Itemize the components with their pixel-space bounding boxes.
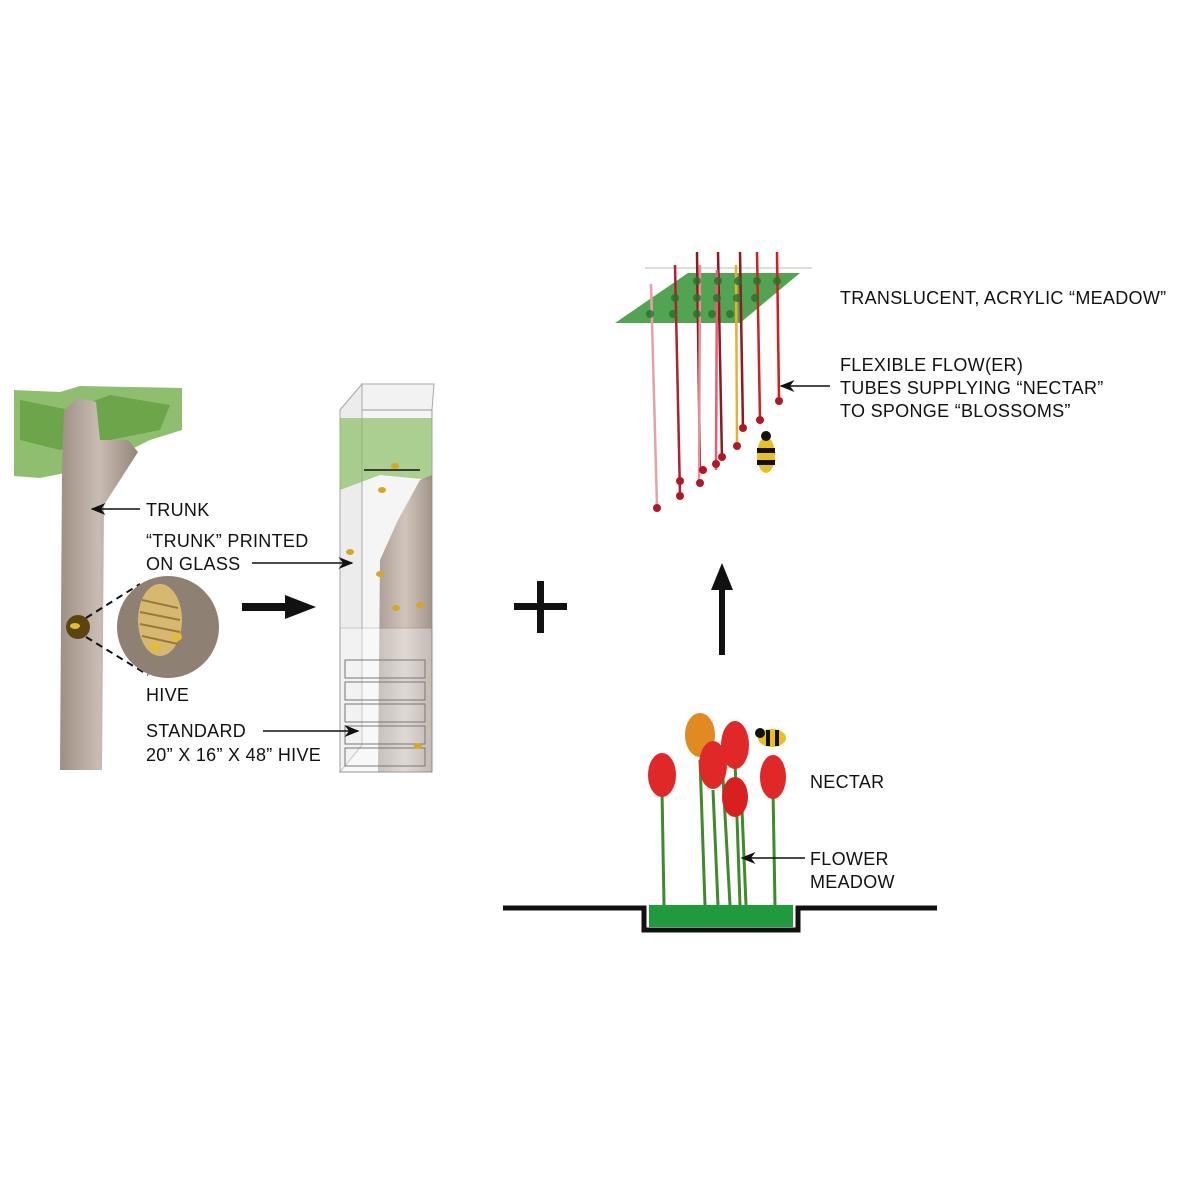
plus-icon [514, 581, 567, 633]
label-flexible-line1: FLEXIBLE FLOW(ER) [840, 355, 1023, 375]
label-nectar: NECTAR [810, 772, 884, 792]
label-flower-line1: FLOWER [810, 849, 889, 869]
acrylic-meadow-with-tubes [615, 251, 812, 512]
flower-heads [648, 713, 786, 817]
flower-meadow-illustration [648, 713, 786, 906]
bee-icon [757, 431, 775, 473]
label-standard-line1: STANDARD [146, 721, 246, 741]
arrow-right-icon [242, 595, 316, 619]
label-standard-line2: 20” X 16” X 48” HIVE [146, 745, 321, 765]
label-hive: HIVE [146, 685, 189, 705]
tree-illustration [14, 386, 219, 770]
label-flexible-line2: TUBES SUPPLYING “NECTAR” [840, 378, 1104, 398]
label-flexible-line3: TO SPONGE “BLOSSOMS” [840, 401, 1071, 421]
label-trunk: TRUNK [146, 500, 210, 520]
bee-icon [755, 728, 786, 747]
label-flower-line2: MEADOW [810, 872, 895, 892]
ground-section [503, 905, 937, 933]
label-trunk-printed-line2: ON GLASS [146, 554, 240, 574]
label-translucent-meadow: TRANSLUCENT, ACRYLIC “MEADOW” [840, 288, 1166, 308]
label-trunk-printed-line1: “TRUNK” PRINTED [146, 531, 309, 551]
glass-hive-box [338, 382, 435, 774]
arrow-up-icon [711, 563, 733, 655]
